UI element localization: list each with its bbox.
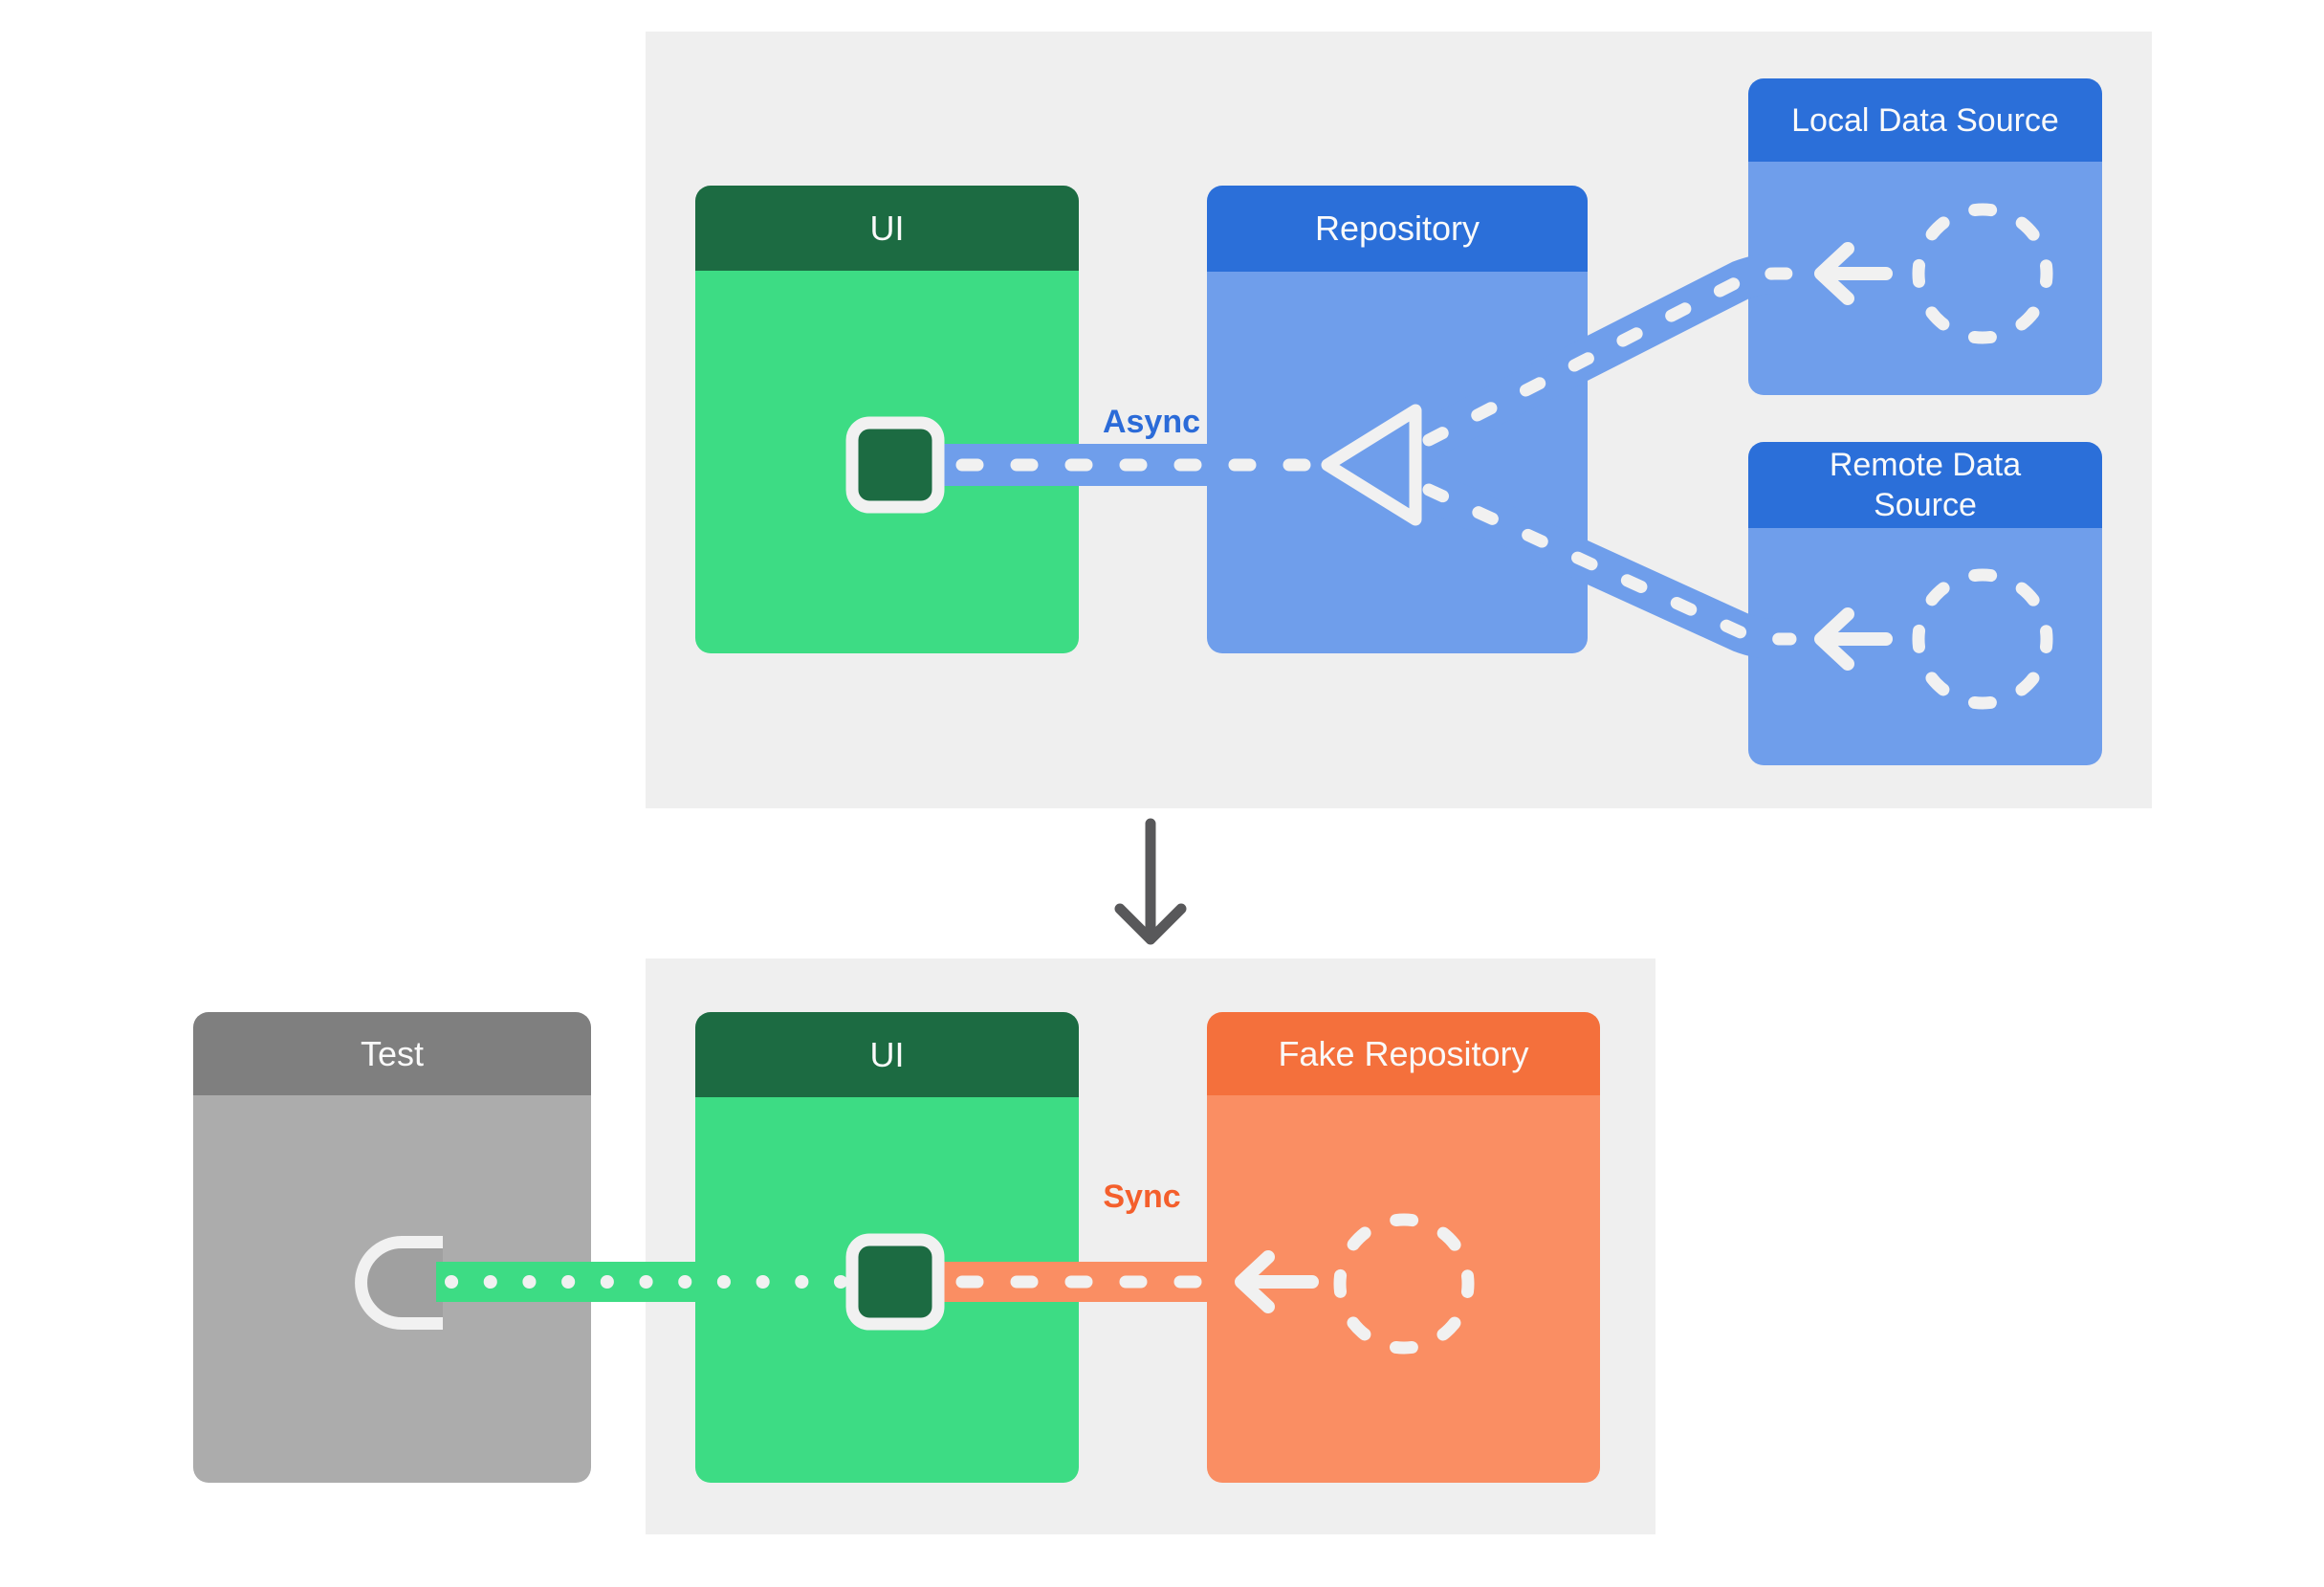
- fake-repository-body: [1207, 1095, 1600, 1483]
- remote-data-source-box: Remote Data Source: [1748, 442, 2102, 765]
- ui-box-top-title: UI: [869, 208, 905, 248]
- ui-box-bottom-header: UI: [695, 1012, 1079, 1097]
- remote-data-source-body: [1748, 528, 2102, 765]
- local-data-source-title: Local Data Source: [1791, 101, 2059, 139]
- remote-data-source-title: Remote Data Source: [1829, 447, 2022, 523]
- remote-data-source-header: Remote Data Source: [1748, 442, 2102, 528]
- local-data-source-header: Local Data Source: [1748, 78, 2102, 162]
- repository-box: Repository: [1207, 186, 1588, 653]
- local-data-source-body: [1748, 162, 2102, 395]
- ui-box-top-header: UI: [695, 186, 1079, 271]
- ui-box-bottom: UI: [695, 1012, 1079, 1483]
- ui-box-top: UI: [695, 186, 1079, 653]
- ui-box-bottom-title: UI: [869, 1034, 905, 1074]
- test-box-body: [193, 1095, 591, 1483]
- fake-repository-box: Fake Repository: [1207, 1012, 1600, 1483]
- down-arrow-icon: [1114, 818, 1187, 945]
- repository-box-title: Repository: [1314, 209, 1480, 248]
- repository-box-header: Repository: [1207, 186, 1588, 272]
- async-label: Async: [1102, 404, 1201, 440]
- sync-label: Sync: [1103, 1179, 1181, 1215]
- ui-box-top-body: [695, 271, 1079, 653]
- fake-repository-title: Fake Repository: [1278, 1033, 1529, 1073]
- repository-box-body: [1207, 272, 1588, 653]
- fake-repository-header: Fake Repository: [1207, 1012, 1600, 1095]
- test-box-title: Test: [360, 1033, 425, 1073]
- test-box: Test: [193, 1012, 591, 1483]
- local-data-source-box: Local Data Source: [1748, 78, 2102, 395]
- ui-box-bottom-body: [695, 1097, 1079, 1483]
- test-box-header: Test: [193, 1012, 591, 1095]
